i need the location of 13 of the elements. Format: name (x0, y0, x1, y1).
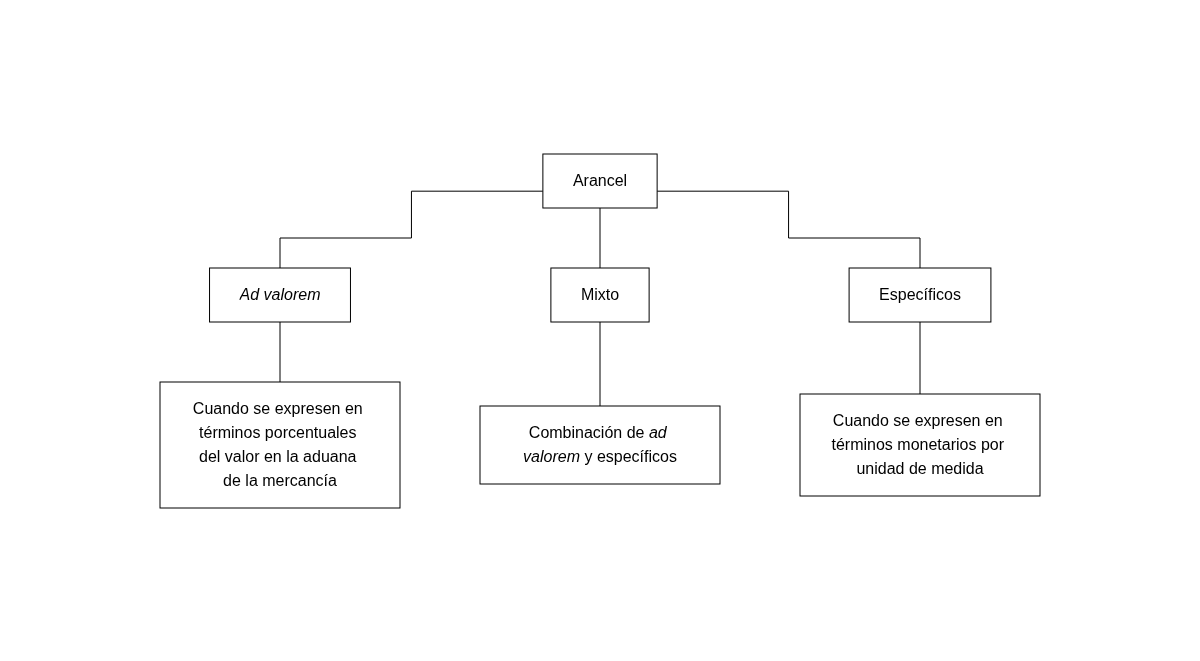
node-box: Cuando se expresen en términos porcentuales del valor en la aduana de la mercancía (159, 381, 401, 508)
connector (599, 207, 601, 268)
node-box: Cuando se expresen en términos monetarios por unidad de medida (799, 393, 1041, 496)
node-box: Arancel (542, 153, 658, 208)
connector (599, 321, 601, 406)
node-box: Específicos (848, 267, 992, 322)
node-box: Combinación de ad valorem y específicos (479, 405, 721, 484)
connector (919, 321, 921, 394)
node-box: Mixto (550, 267, 650, 322)
node-box: Ad valorem (209, 267, 351, 322)
connector (279, 190, 544, 268)
connector (656, 190, 921, 268)
connector (279, 321, 281, 382)
